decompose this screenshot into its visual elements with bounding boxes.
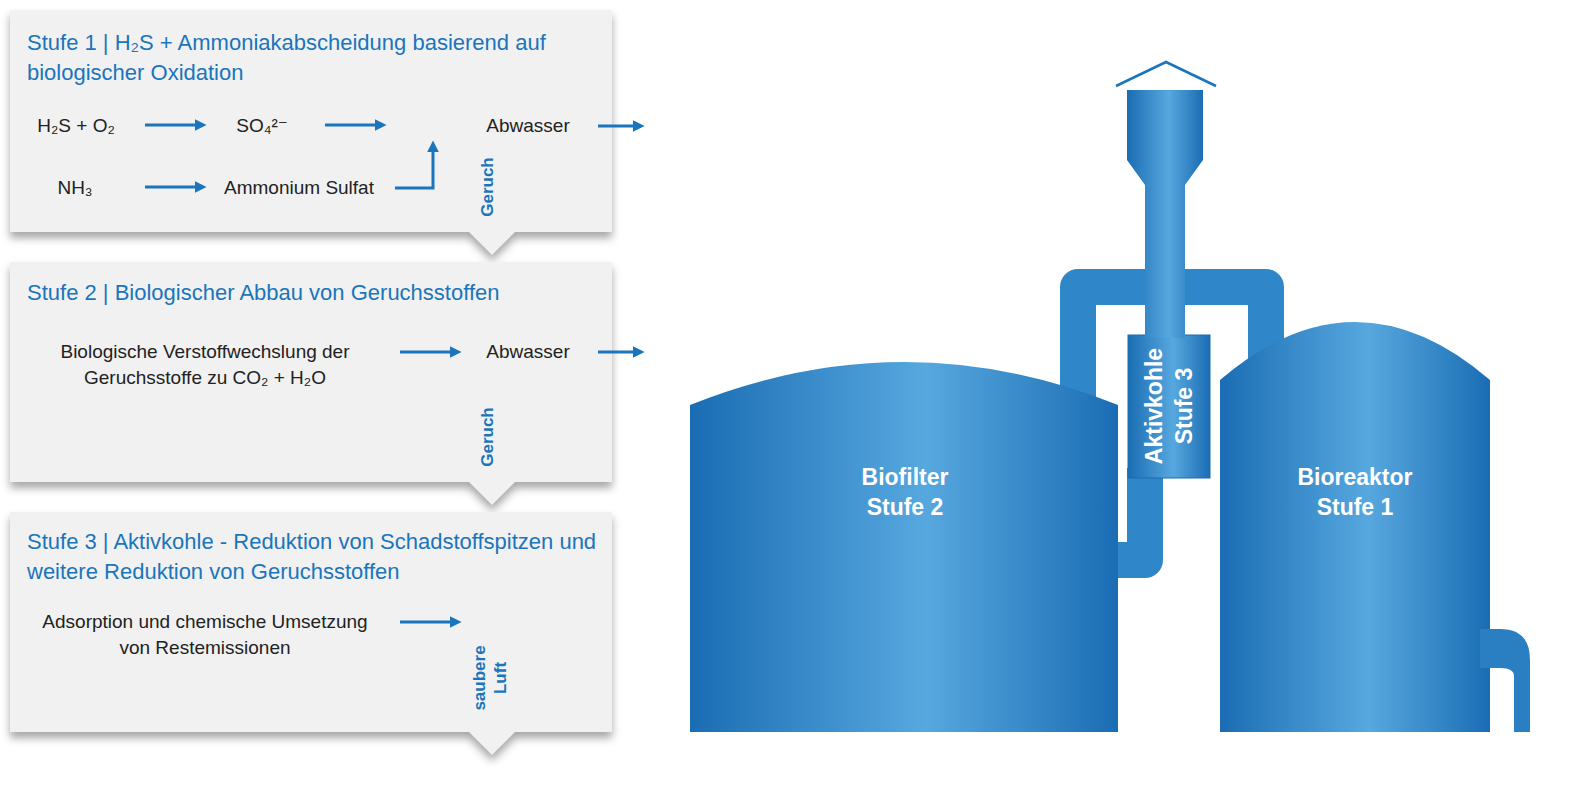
unit-label: Aktivkohle Stufe 3: [1139, 344, 1199, 469]
process-text: Adsorption und chemische Umsetzung von R…: [40, 609, 370, 661]
panel-background: [10, 10, 612, 255]
chimney-hat: [1116, 62, 1216, 86]
process-text: Abwasser: [486, 113, 569, 139]
tank: Bioreaktor Stufe 1: [1220, 322, 1490, 732]
flow-label: saubere Luft: [469, 638, 511, 718]
unit-label: Bioreaktor Stufe 1: [1290, 462, 1420, 522]
process-text: Biologische Verstoffwechslung der Geruch…: [33, 339, 378, 391]
flow-label: Geruch: [477, 157, 498, 217]
chimney-stack: [1127, 90, 1203, 338]
process-text: H₂S + O₂: [37, 113, 115, 139]
node-shape: [690, 362, 1118, 732]
panel-background: [10, 512, 612, 755]
stage-heading: Stufe 3 | Aktivkohle - Reduktion von Sch…: [27, 527, 607, 587]
process-text: SO₄²⁻: [236, 113, 288, 139]
tank-body: [1220, 322, 1490, 732]
process-text: NH₃: [57, 175, 92, 201]
stage-heading: Stufe 2 | Biologischer Abbau von Geruchs…: [27, 278, 602, 308]
stage-panel: Stufe 3 | Aktivkohle - Reduktion von Sch…: [10, 512, 612, 757]
panel-background: [10, 262, 612, 505]
node-shape: [1128, 335, 1210, 478]
unit-label: Biofilter Stufe 2: [840, 462, 970, 522]
tank: Biofilter Stufe 2: [690, 362, 1118, 732]
carbon-filter: Aktivkohle Stufe 3: [1128, 335, 1210, 478]
stage-heading: Stufe 1 | H₂S + Ammoniakabscheidung basi…: [27, 28, 547, 88]
filter-box: [1128, 335, 1210, 478]
process-text: Ammonium Sulfat: [224, 175, 374, 201]
node-shape: [1220, 322, 1490, 732]
stage-panel: Stufe 2 | Biologischer Abbau von Geruchs…: [10, 262, 612, 507]
flow-label: Geruch: [477, 407, 498, 467]
chimney: [1116, 62, 1216, 338]
stage-panel: Stufe 1 | H₂S + Ammoniakabscheidung basi…: [10, 10, 612, 257]
tank-body: [690, 362, 1118, 732]
process-text: Abwasser: [486, 339, 569, 365]
